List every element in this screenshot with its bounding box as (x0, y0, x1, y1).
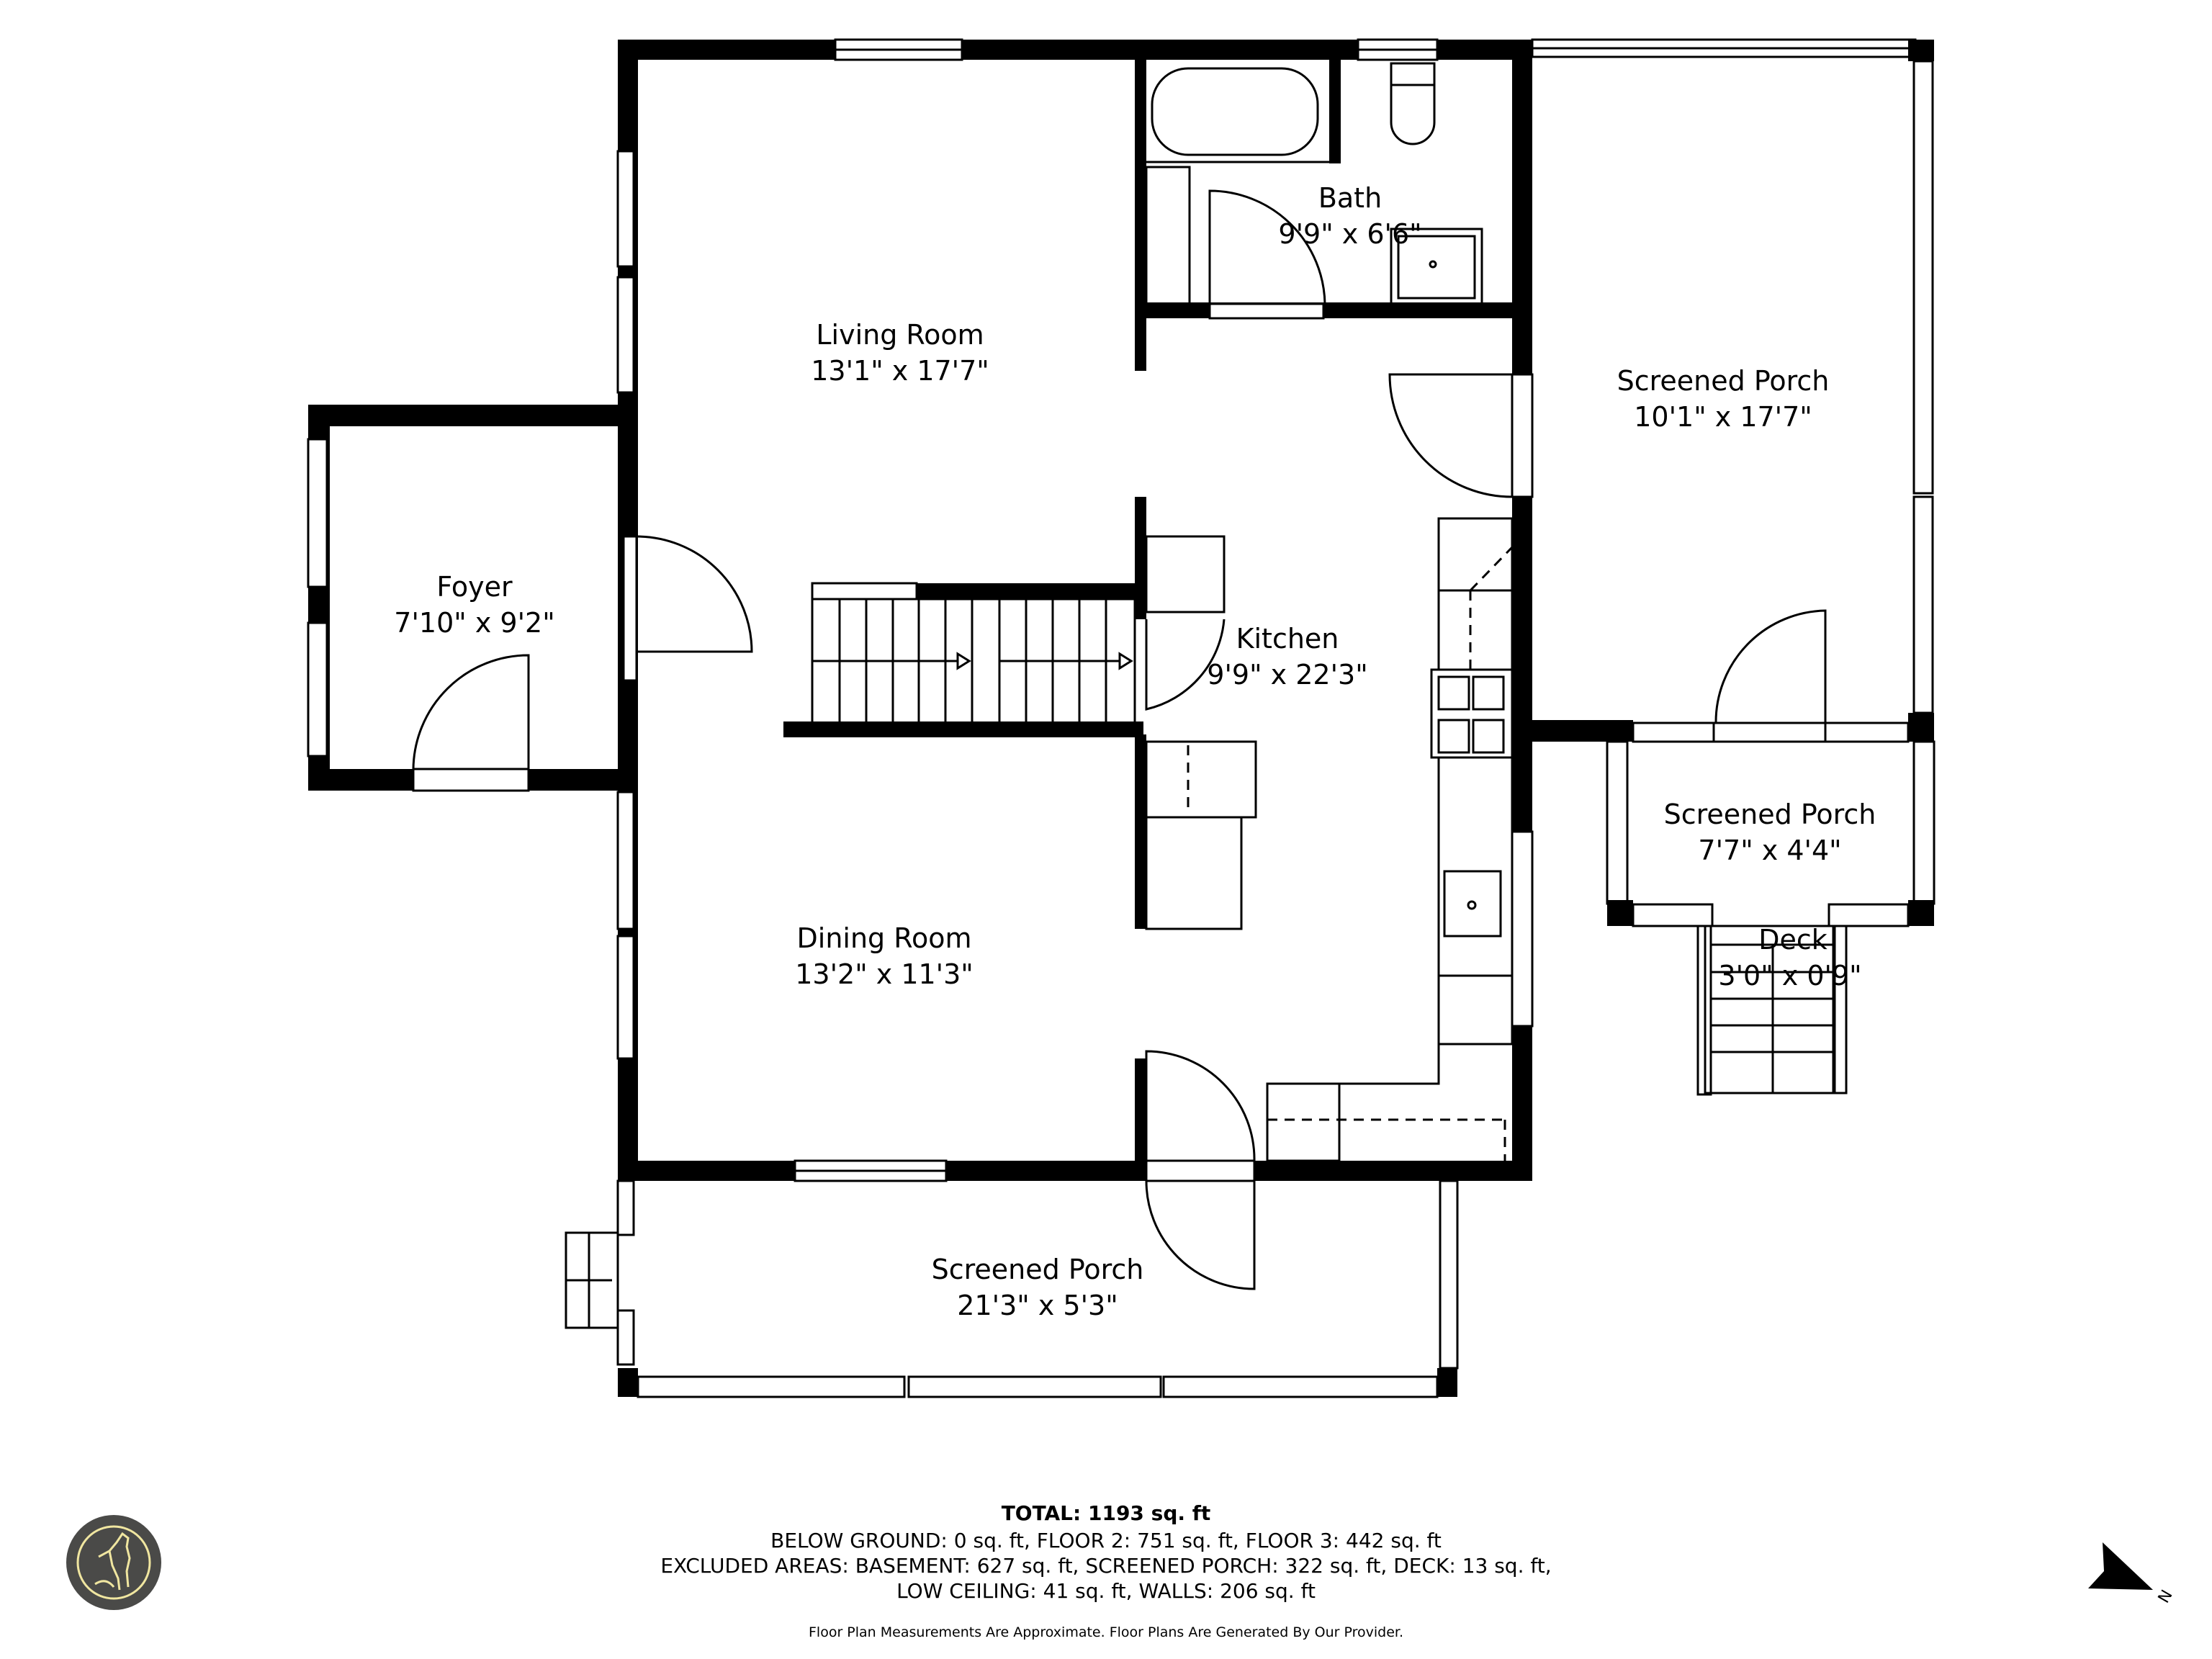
small-porch-size: 7'7" x 4'4" (1698, 835, 1841, 866)
excluded-areas: EXCLUDED AREAS: BASEMENT: 627 sq. ft, SC… (660, 1554, 1552, 1578)
total-area: TOTAL: 1193 sq. ft (1001, 1501, 1211, 1525)
staircase (811, 582, 1136, 724)
bath-name: Bath (1318, 182, 1382, 214)
dining-room-size: 13'2" x 11'3" (795, 958, 974, 990)
floor-plan: Living Room 13'1" x 17'7" Foyer 7'10" x … (307, 38, 1936, 1398)
bottom-porch (565, 1159, 1459, 1398)
deck-size: 3'0" x 0'9" (1718, 960, 1861, 992)
north-arrow-icon: N (2088, 1541, 2203, 1613)
kitchen-fixtures (1145, 373, 1514, 1162)
right-porch-size: 10'1" x 17'7" (1634, 401, 1812, 433)
area-breakdown: BELOW GROUND: 0 sq. ft, FLOOR 2: 751 sq.… (770, 1529, 1442, 1552)
bath-size: 9'9" x 6'6" (1278, 218, 1421, 250)
kitchen-name: Kitchen (1236, 623, 1339, 655)
bath-fixtures (1145, 62, 1483, 320)
disclaimer: Floor Plan Measurements Are Approximate.… (808, 1624, 1404, 1640)
windows (616, 38, 1534, 1182)
foyer-walls (307, 405, 638, 792)
living-room-size: 13'1" x 17'7" (811, 355, 989, 387)
foyer-name: Foyer (436, 571, 513, 603)
small-porch (1606, 740, 1936, 927)
excluded-areas-cont: LOW CEILING: 41 sq. ft, WALLS: 206 sq. f… (896, 1579, 1316, 1603)
right-porch (1531, 38, 1934, 743)
room-labels: Living Room 13'1" x 17'7" Foyer 7'10" x … (394, 182, 1876, 1321)
right-porch-name: Screened Porch (1617, 365, 1830, 397)
howling-wolf-icon (66, 1515, 161, 1610)
bottom-porch-size: 21'3" x 5'3" (957, 1290, 1118, 1321)
north-label: N (2155, 1587, 2177, 1606)
deck-name: Deck (1758, 924, 1827, 956)
bottom-porch-name: Screened Porch (932, 1254, 1144, 1285)
main-walls (618, 40, 1532, 1181)
kitchen-size: 9'9" x 22'3" (1207, 659, 1367, 691)
living-room-name: Living Room (816, 319, 984, 351)
deck-stairs (1696, 925, 1848, 1096)
foyer-doors (412, 535, 753, 770)
dining-room-name: Dining Room (797, 922, 972, 954)
small-porch-name: Screened Porch (1664, 799, 1876, 830)
foyer-size: 7'10" x 9'2" (394, 607, 554, 639)
